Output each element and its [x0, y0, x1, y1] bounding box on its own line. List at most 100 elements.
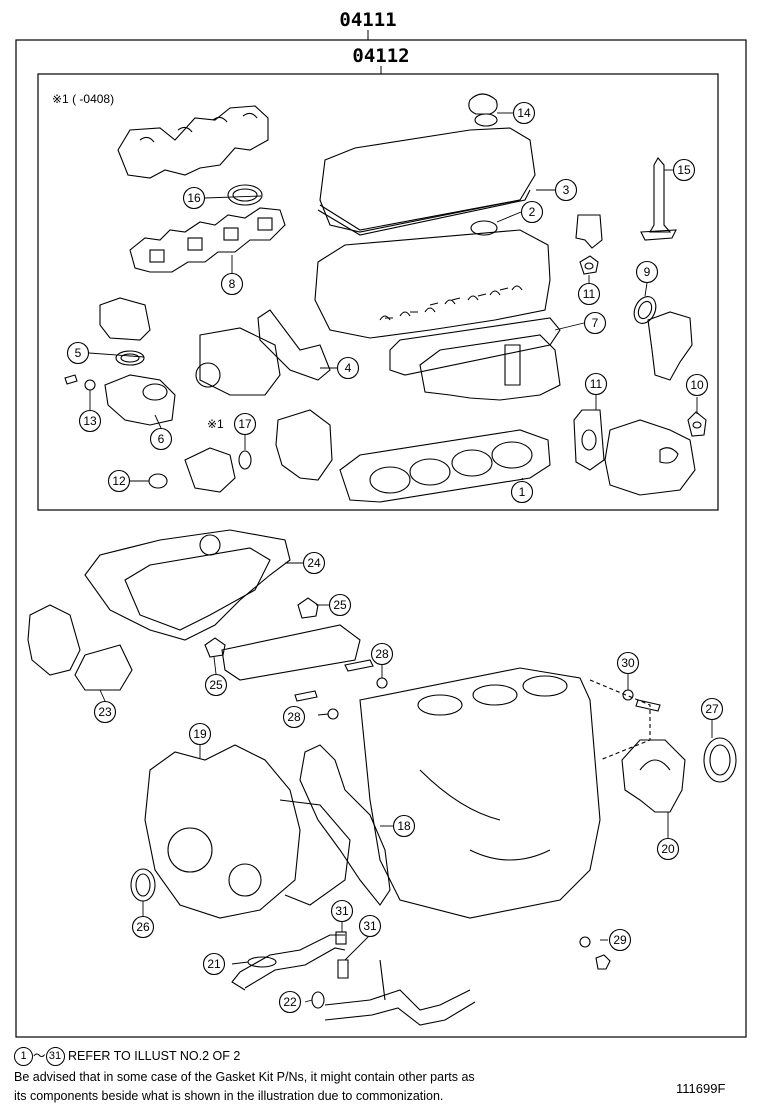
- svg-text:6: 6: [158, 432, 165, 446]
- svg-text:16: 16: [187, 191, 201, 205]
- refer-from-circle: 1: [14, 1047, 33, 1067]
- callout-9: 9: [635, 260, 659, 284]
- svg-text:7: 7: [592, 316, 599, 330]
- washer-13: [84, 379, 96, 391]
- gasket-22: [311, 991, 325, 1009]
- svg-text:17: 17: [238, 417, 252, 431]
- outer-kit-parts: [27, 529, 737, 1026]
- oil-pan-gasket-18: [299, 744, 391, 906]
- callout-4: 4: [336, 356, 360, 380]
- callout-13: 13: [78, 409, 102, 433]
- svg-text:20: 20: [661, 842, 675, 856]
- exhaust-manifold-drawing: [117, 105, 269, 179]
- svg-text:21: 21: [207, 957, 221, 971]
- callout-20: 20: [656, 837, 680, 861]
- svg-text:3: 3: [563, 183, 570, 197]
- svg-text:5: 5: [75, 346, 82, 360]
- head-gasket-1: [339, 429, 551, 503]
- svg-text:15: 15: [677, 163, 691, 177]
- svg-text:11: 11: [590, 377, 603, 391]
- callout-1: 1: [510, 480, 534, 504]
- svg-text:25: 25: [209, 678, 223, 692]
- callout-8: 8: [220, 272, 244, 296]
- intake-gasket-7: [389, 317, 561, 376]
- callout-31-upper: 31: [330, 899, 354, 923]
- refer-tilde: ～: [33, 1049, 46, 1063]
- advice-line-1: Be advised that in some case of the Gask…: [14, 1070, 475, 1084]
- manifold-gasket-8: [129, 207, 286, 273]
- svg-text:9: 9: [644, 265, 651, 279]
- svg-text:4: 4: [345, 361, 352, 375]
- callout-26: 26: [131, 915, 155, 939]
- callout-28-upper: 28: [370, 642, 394, 666]
- callout-19: 19: [188, 722, 212, 746]
- svg-text:26: 26: [136, 920, 150, 934]
- callout-10: 10: [685, 373, 709, 397]
- svg-text:10: 10: [690, 378, 704, 392]
- gasket-4: [257, 309, 331, 381]
- svg-text:11: 11: [583, 287, 596, 301]
- ring-gasket-16: [227, 184, 263, 206]
- svg-text:28: 28: [375, 647, 389, 661]
- inner-part-number: 04112: [352, 45, 409, 67]
- callout-6: 6: [149, 427, 173, 451]
- callout-11-upper: 11: [577, 282, 601, 306]
- svg-text:31: 31: [363, 919, 377, 933]
- svg-text:28: 28: [287, 710, 301, 724]
- svg-text:13: 13: [83, 414, 97, 428]
- svg-text:31: 31: [335, 904, 349, 918]
- callout-25-lower: 25: [204, 673, 228, 697]
- callout-3: 3: [554, 178, 578, 202]
- svg-text:30: 30: [621, 656, 635, 670]
- callout-31-lower: 31: [358, 914, 382, 938]
- callout-21: 21: [202, 952, 226, 976]
- head-cover-gasket-3: [317, 189, 531, 236]
- svg-text:18: 18: [397, 819, 411, 833]
- callout-25-upper: 25: [328, 593, 352, 617]
- svg-text:1: 1: [519, 485, 526, 499]
- engine-block-drawing: [359, 667, 601, 919]
- rear-oil-seal-27: [703, 737, 737, 783]
- svg-text:12: 12: [112, 474, 126, 488]
- timing-cover-gasket-24: [84, 529, 291, 641]
- cylinder-head-drawing: [314, 229, 551, 339]
- advice-line-2: its components beside what is shown in t…: [14, 1089, 444, 1103]
- gasket-11-upper: [579, 255, 599, 275]
- svg-text:14: 14: [517, 106, 531, 120]
- callout-14: 14: [512, 101, 536, 125]
- callout-24: 24: [302, 551, 326, 575]
- o-ring-12: [148, 473, 168, 489]
- svg-text:2: 2: [529, 205, 536, 219]
- callouts: 1 2 3 4 5 6 7 8 9 10 11 11 12 13 14 15 1…: [66, 101, 724, 1014]
- callout-23: 23: [93, 700, 117, 724]
- oil-seal-2: [470, 220, 498, 236]
- refer-text: REFER TO ILLUST NO.2 OF 2: [68, 1049, 241, 1063]
- seal-5: [115, 350, 145, 366]
- callout-22: 22: [278, 990, 302, 1014]
- head-cover-drawing: [319, 127, 536, 233]
- gasket-23: [74, 644, 133, 691]
- outer-part-number: 04111: [339, 9, 396, 31]
- callout-12: 12: [107, 469, 131, 493]
- illustration-id: 111699F: [676, 1081, 726, 1096]
- svg-text:23: 23: [98, 705, 112, 719]
- svg-text:24: 24: [307, 556, 321, 570]
- housing-6: [104, 374, 176, 426]
- callout-16: 16: [182, 186, 206, 210]
- gasket-10: [687, 411, 707, 437]
- leader-lines: [88, 112, 713, 1003]
- callout-11-lower: 11: [584, 372, 608, 396]
- callout-15: 15: [672, 158, 696, 182]
- marker-17-note: ※1: [207, 417, 224, 431]
- plug-31-upper: [335, 931, 347, 945]
- callout-18: 18: [392, 814, 416, 838]
- svg-text:8: 8: [229, 277, 236, 291]
- callout-17: 17: [233, 412, 257, 436]
- gasket-11-lower: [573, 409, 605, 471]
- svg-text:22: 22: [283, 995, 297, 1009]
- timing-case-19: [144, 744, 301, 919]
- callout-28-lower: 28: [282, 705, 306, 729]
- plug-31-lower: [337, 959, 349, 979]
- intake-manifold-drawing: [419, 334, 561, 401]
